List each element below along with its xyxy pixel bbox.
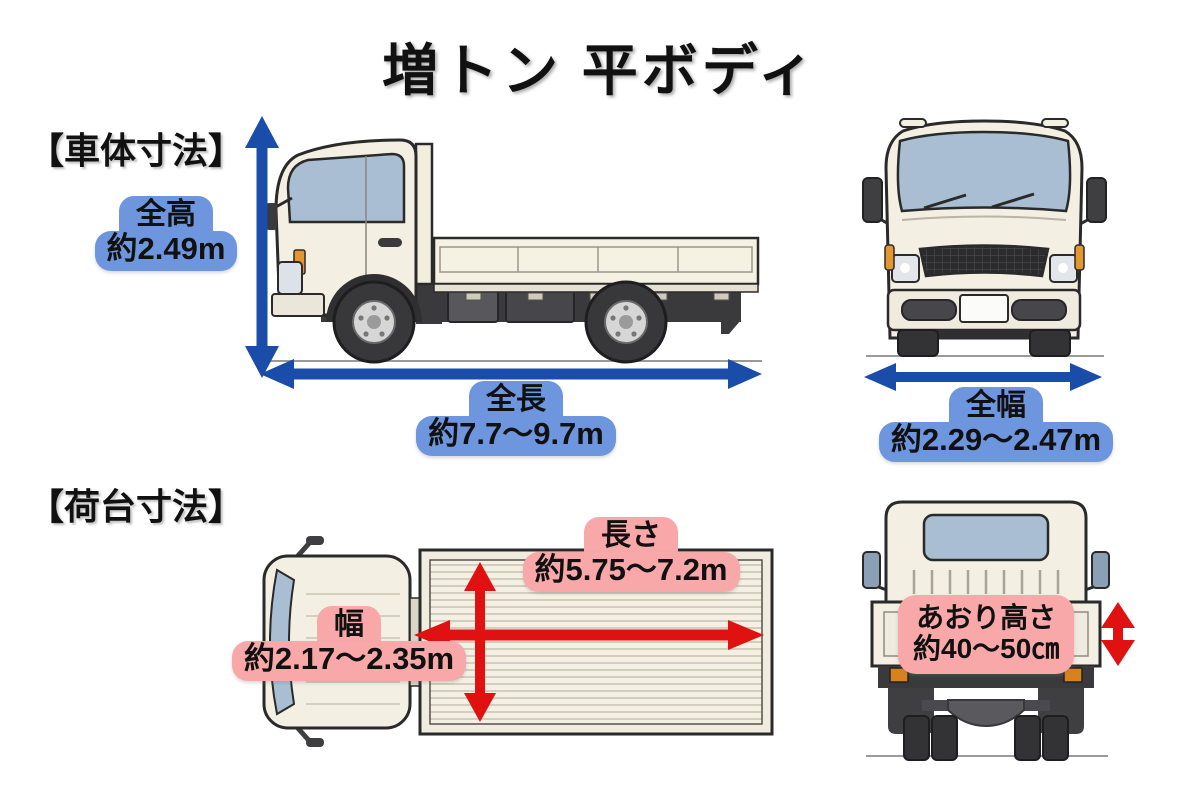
ground-line-rear-view bbox=[866, 755, 1108, 757]
truck-side-view-illustration bbox=[266, 138, 760, 364]
grille bbox=[918, 244, 1050, 278]
overall-length-value: 約7.7〜9.7m bbox=[416, 415, 616, 457]
door-handle bbox=[378, 238, 402, 247]
signal-right bbox=[1074, 244, 1085, 271]
overall-height-arrow bbox=[245, 116, 279, 378]
bed-length-badge: 長さ 約5.75〜7.2m bbox=[518, 517, 744, 593]
side-mirror bbox=[266, 203, 277, 230]
front-wheel-right bbox=[1029, 329, 1071, 357]
side-window bbox=[286, 152, 406, 224]
page-title: 増トン 平ボディ bbox=[382, 39, 818, 102]
overall-width-value: 約2.29〜2.47m bbox=[878, 421, 1114, 463]
ground-line-front-view bbox=[866, 355, 1104, 357]
overall-length-label: 全長 bbox=[469, 381, 563, 417]
overall-height-value: 約2.49m bbox=[94, 230, 238, 272]
reflector-left bbox=[889, 667, 909, 683]
bed-length-value: 約5.75〜7.2m bbox=[522, 551, 740, 593]
overall-height-label: 全高 bbox=[119, 196, 213, 232]
signal-left bbox=[884, 244, 895, 271]
cab-back-ridges bbox=[912, 570, 1060, 594]
reflector-right bbox=[1063, 667, 1083, 683]
gate-height-badge: あおり高さ 約40〜50㎝ bbox=[898, 595, 1075, 674]
gate-height-arrow bbox=[1101, 602, 1135, 666]
section-label-body-dimensions: 【車体寸法】 bbox=[28, 130, 245, 171]
bed-width-value: 約2.17〜2.35m bbox=[231, 640, 467, 682]
rear-window bbox=[922, 513, 1050, 562]
bed-width-badge: 幅 約2.17〜2.35m bbox=[226, 606, 472, 682]
rear-wheels bbox=[903, 715, 1069, 761]
overall-length-badge: 全長 約7.7〜9.7m bbox=[416, 381, 616, 457]
front-wheel bbox=[332, 280, 416, 364]
bed-width-label: 幅 bbox=[317, 606, 381, 642]
side-bed bbox=[414, 142, 760, 301]
front-fender bbox=[326, 274, 422, 322]
bed-length-label: 長さ bbox=[584, 517, 678, 553]
overall-height-badge: 全高 約2.49m bbox=[93, 196, 239, 272]
front-mirrors bbox=[862, 177, 1107, 230]
side-cab bbox=[266, 138, 442, 324]
overall-length-arrow bbox=[260, 359, 762, 389]
ground-line-side-view bbox=[270, 360, 762, 362]
windshield bbox=[896, 130, 1072, 213]
rear-wheel bbox=[584, 280, 668, 364]
headlight bbox=[277, 261, 303, 295]
rear-axle bbox=[947, 699, 1025, 728]
overall-width-label: 全幅 bbox=[949, 387, 1043, 423]
section-label-bed-dimensions: 【荷台寸法】 bbox=[28, 486, 245, 527]
gate-height-label: あおり高さ bbox=[916, 602, 1057, 633]
gate-height-value: 約40〜50㎝ bbox=[913, 633, 1060, 665]
bed-width-arrow bbox=[464, 562, 496, 722]
license-plate bbox=[959, 294, 1009, 323]
front-wheel-left bbox=[897, 329, 939, 357]
overall-width-badge: 全幅 約2.29〜2.47m bbox=[870, 387, 1122, 463]
overall-width-arrow bbox=[864, 363, 1102, 391]
truck-front-view-illustration bbox=[862, 118, 1107, 357]
